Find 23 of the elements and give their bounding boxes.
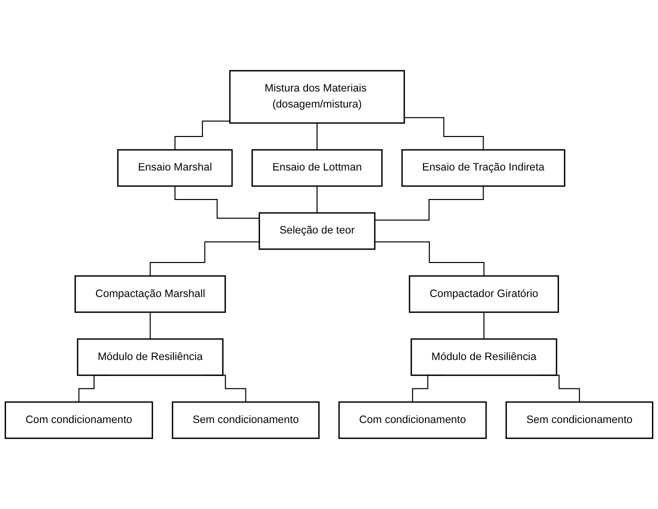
node-box: Compactação Marshall bbox=[74, 275, 226, 313]
node-box: Com condicionamento bbox=[338, 401, 487, 439]
connector bbox=[374, 241, 484, 276]
node-box: Módulo de Resiliência bbox=[76, 338, 224, 376]
node-box: Seleção de teor bbox=[258, 212, 376, 250]
connector bbox=[150, 312, 151, 340]
node-box: Sem condicionamento bbox=[172, 401, 320, 439]
node-box: Sem condicionamento bbox=[506, 401, 654, 439]
connector bbox=[174, 120, 230, 150]
connector bbox=[316, 122, 318, 150]
connector bbox=[316, 186, 318, 214]
connector bbox=[174, 186, 260, 219]
connector bbox=[374, 186, 484, 221]
node-box: Com condicionamento bbox=[4, 401, 154, 439]
node-box: Ensaio de Tração Indireta bbox=[401, 149, 566, 187]
node-box: Ensaio de Lottman bbox=[252, 149, 383, 187]
node-box: Ensaio Marshal bbox=[117, 149, 233, 187]
node-box: Compactador Giratório bbox=[408, 275, 559, 313]
node-box: Módulo de Resiliência bbox=[410, 338, 558, 376]
connector bbox=[483, 312, 484, 340]
connector bbox=[150, 241, 260, 276]
node-box: Mistura dos Materiais (dosagem/mistura) bbox=[229, 70, 405, 124]
connector bbox=[404, 117, 484, 150]
